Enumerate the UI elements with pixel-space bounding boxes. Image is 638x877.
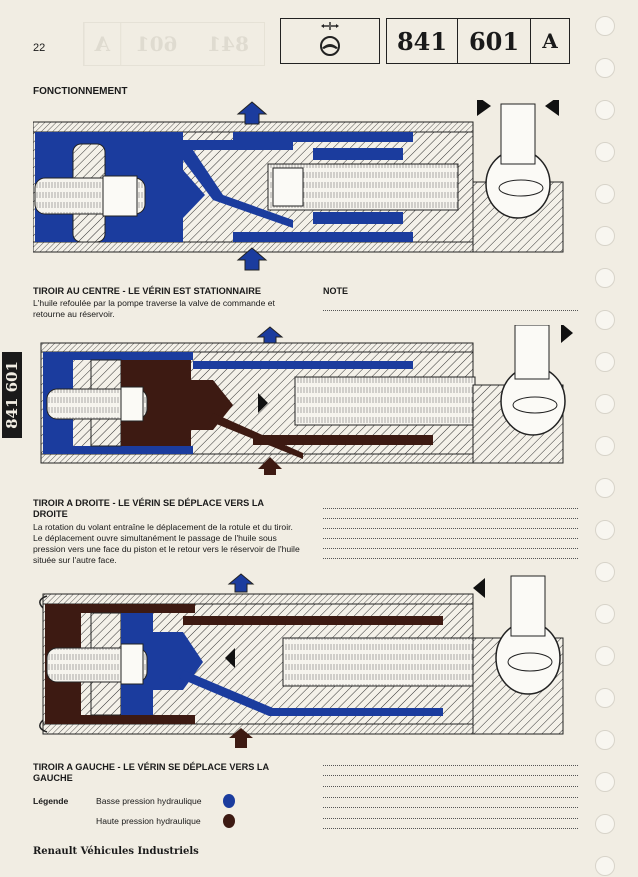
flow-arrow-icon (39, 719, 48, 733)
nut (120, 386, 144, 422)
bleed-through-code: A 601 841 (83, 22, 265, 66)
note-line (323, 786, 578, 787)
legend-swatch-low-pressure (223, 794, 235, 808)
binder-hole (595, 856, 615, 876)
caption-centre: TIROIR AU CENTRE - LE VÉRIN EST STATIONN… (33, 286, 261, 296)
return-arrow-icon (236, 101, 268, 125)
diagram-spool-centre (33, 100, 564, 271)
legend-item-high-pressure: Haute pression hydraulique (96, 816, 201, 826)
binder-hole (595, 478, 615, 498)
binder-hole (595, 604, 615, 624)
page-number: 22 (33, 42, 46, 54)
body-centre: L'huile refoulée par la pompe traverse l… (33, 298, 275, 319)
note-line (323, 538, 578, 539)
return-arrow-icon (227, 573, 255, 593)
note-line (323, 558, 578, 559)
caption-left: TIROIR A GAUCHE - LE VÉRIN SE DÉPLACE VE… (33, 762, 269, 783)
note-line (323, 775, 578, 776)
diagram-spool-right (40, 325, 573, 475)
supply-arrow-icon (229, 728, 253, 748)
binder-hole (595, 16, 615, 36)
body-right: La rotation du volant entraîne le déplac… (33, 522, 300, 565)
binder-hole (595, 184, 615, 204)
ghost-code-601: 601 (119, 23, 192, 65)
binder-hole (595, 436, 615, 456)
legend-swatch-high-pressure (223, 814, 235, 828)
note-line (323, 310, 578, 311)
binder-hole (595, 142, 615, 162)
steering-wheel-icon (320, 22, 340, 56)
legend-item-low-pressure: Basse pression hydraulique (96, 796, 202, 806)
binder-hole (595, 772, 615, 792)
spool (294, 376, 476, 426)
code-group: 841 (387, 19, 458, 63)
steering-arm (514, 325, 550, 380)
side-tab-label: 841 601 (3, 361, 22, 429)
binder-hole (595, 352, 615, 372)
steering-arm (510, 575, 546, 637)
note-line (323, 548, 578, 549)
binder-hole (595, 58, 615, 78)
note-line (323, 828, 578, 829)
return-arrow-icon (256, 326, 284, 344)
binder-hole (595, 520, 615, 540)
footer-publisher: Renault Véhicules Industriels (33, 846, 199, 857)
supply-arrow-icon (236, 247, 268, 271)
binder-hole (595, 688, 615, 708)
ghost-code-letter: A (84, 23, 120, 65)
binder-hole (595, 226, 615, 246)
side-tab: 841 601 (2, 352, 22, 438)
steering-arm (500, 103, 536, 165)
binder-hole (595, 394, 615, 414)
binder-hole (595, 814, 615, 834)
document-code: 841 601 A (386, 18, 570, 64)
diagram-spool-left (39, 573, 564, 748)
binder-hole (595, 730, 615, 750)
binder-hole (595, 310, 615, 330)
nut (102, 175, 138, 217)
code-subgroup: 601 (458, 19, 531, 63)
note-line (323, 765, 578, 766)
code-revision: A (542, 29, 558, 53)
force-arrow-left-icon (545, 100, 559, 116)
force-arrow-left-icon (473, 578, 485, 598)
note-line (323, 818, 578, 819)
section-title: FONCTIONNEMENT (33, 86, 128, 97)
note-line (323, 807, 578, 808)
spool (282, 637, 474, 687)
binder-hole (595, 268, 615, 288)
legend-label: Légende (33, 796, 69, 806)
note-label: NOTE (323, 286, 349, 296)
note-line (323, 518, 578, 519)
caption-right: TIROIR A DROITE - LE VÉRIN SE DÉPLACE VE… (33, 498, 264, 519)
note-line (323, 528, 578, 529)
ghost-code-841: 841 (207, 32, 249, 56)
binder-hole (595, 562, 615, 582)
note-line (323, 797, 578, 798)
spool-direction-arrow-icon (258, 393, 268, 413)
steering-icon-box (280, 18, 380, 64)
spool-direction-arrow-icon (225, 648, 235, 668)
nut (120, 643, 144, 685)
force-arrow-right-icon (561, 325, 573, 343)
note-line (323, 508, 578, 509)
binder-hole (595, 646, 615, 666)
force-arrow-right-icon (477, 100, 491, 116)
supply-arrow-icon (258, 457, 282, 475)
flow-arrow-icon (39, 595, 48, 609)
binder-hole (595, 100, 615, 120)
